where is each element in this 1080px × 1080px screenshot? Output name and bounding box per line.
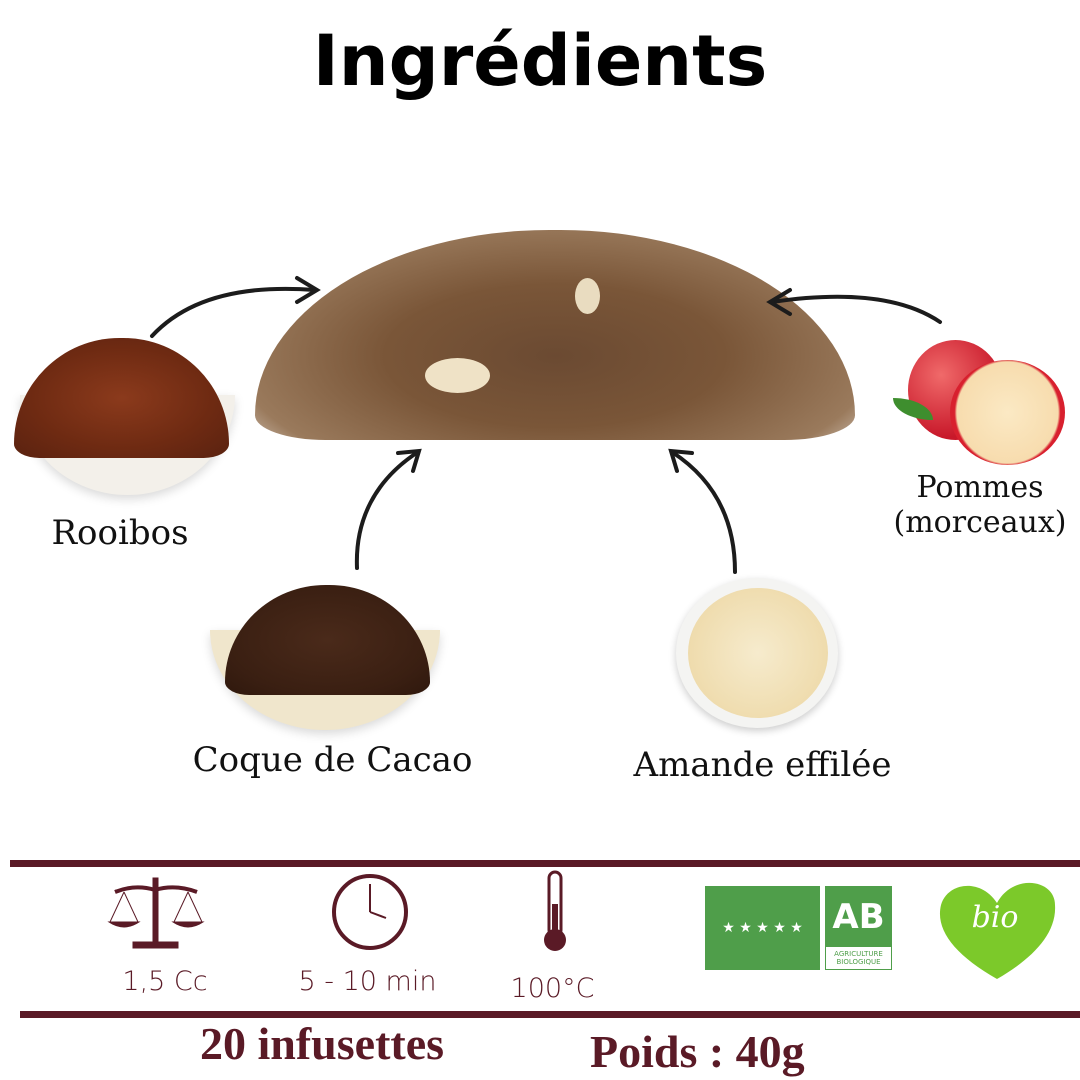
scale-icon [107, 877, 205, 949]
weight-text: Poids : 40g [590, 1026, 805, 1077]
apple-label-line2: (morceaux) [893, 505, 1067, 540]
ingredient-label-rooibos: Rooibos [51, 513, 189, 553]
bio-text: bio [971, 900, 1019, 935]
almond-flakes-image [688, 588, 828, 718]
ingredient-label-almond: Amande effilée [633, 745, 892, 785]
ab-text-2: BIOLOGIQUE [836, 958, 881, 966]
ab-logo: AB AGRICULTURE BIOLOGIQUE [825, 886, 892, 970]
thermometer-icon [544, 870, 566, 951]
temperature-text: 100°C [510, 973, 595, 1004]
arrow-icon [670, 450, 737, 574]
time-text: 5 - 10 min [298, 966, 437, 997]
dose-text: 1,5 Cc [122, 966, 208, 997]
arrow-icon [354, 450, 420, 570]
ingredient-label-cacao: Coque de Cacao [192, 740, 473, 780]
apple-label-line1: Pommes [916, 470, 1044, 505]
arrow-icon [150, 286, 317, 338]
infusettes-count: 20 infusettes [200, 1018, 445, 1069]
apple-half-image [950, 360, 1065, 465]
eu-organic-logo: ★ ★ ★ ★ ★ [705, 886, 820, 970]
page-title: Ingrédients [312, 20, 768, 102]
bio-heart-logo [939, 882, 1056, 979]
arrow-icon [770, 294, 942, 324]
almond-piece [575, 278, 600, 314]
ab-letters: AB [826, 887, 891, 947]
almond-piece [425, 358, 490, 393]
clock-icon [332, 874, 408, 950]
divider-bottom [20, 1011, 1080, 1018]
ingredient-label-apple: Pommes (morceaux) [880, 470, 1080, 540]
divider-top [10, 860, 1080, 867]
ab-text-1: AGRICULTURE [834, 950, 883, 958]
